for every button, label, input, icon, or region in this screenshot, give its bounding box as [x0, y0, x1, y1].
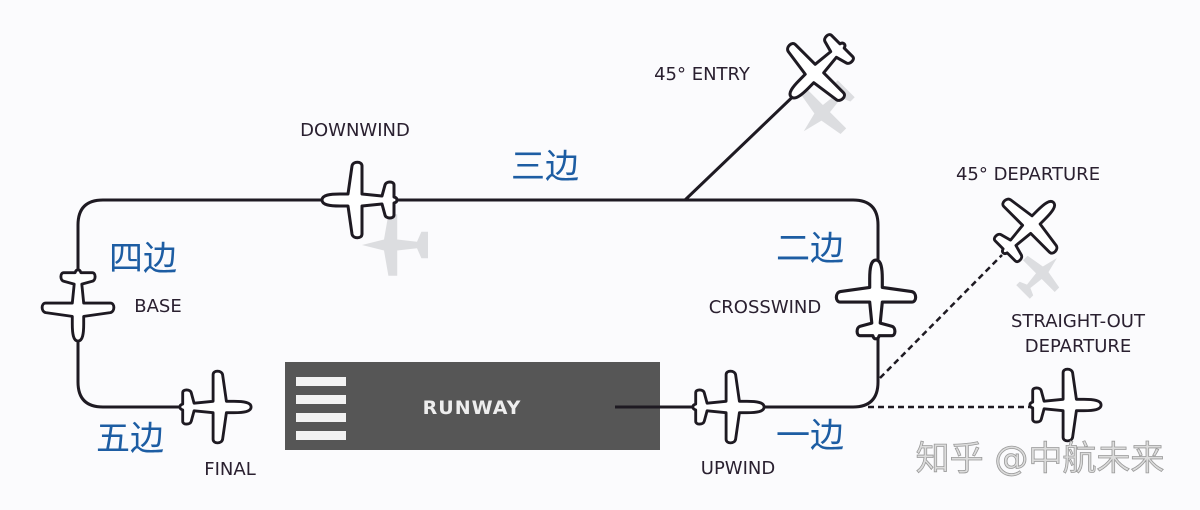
runway: RUNWAY	[285, 362, 660, 450]
runway-label: RUNWAY	[423, 397, 522, 419]
runway-threshold-stripe	[296, 431, 346, 440]
final-plane-icon	[178, 369, 253, 445]
straight-out-label-line2: DEPARTURE	[1025, 336, 1132, 357]
final-label: FINAL	[204, 459, 255, 480]
runway-threshold-stripe	[296, 395, 346, 404]
upwind-label: UPWIND	[701, 458, 775, 479]
traffic-pattern-path	[76, 198, 880, 409]
plane-shadow	[362, 214, 428, 276]
base-cn-label: 四边	[109, 239, 177, 279]
crosswind-plane-icon	[834, 258, 918, 341]
entry-label: 45° ENTRY	[654, 64, 751, 85]
departure-45-path	[879, 254, 1003, 379]
final-cn-label: 五边	[96, 419, 164, 459]
downwind-label: DOWNWIND	[300, 120, 410, 141]
base-plane-icon	[40, 268, 116, 343]
downwind-plane-icon	[320, 160, 399, 240]
runway-threshold-stripe	[296, 413, 346, 422]
departure-45-label: 45° DEPARTURE	[956, 164, 1100, 185]
straight-out-label-line1: STRAIGHT-OUT	[1011, 311, 1146, 332]
crosswind-label: CROSSWIND	[709, 297, 822, 318]
runway-threshold-stripe	[296, 377, 346, 386]
downwind-cn-label: 三边	[511, 147, 579, 187]
straight-out-plane-icon	[1028, 367, 1103, 443]
crosswind-cn-label: 二边	[776, 229, 844, 269]
base-label: BASE	[134, 296, 181, 317]
upwind-cn-label: 一边	[776, 416, 844, 456]
entry-path	[683, 83, 807, 202]
watermark: 知乎 @中航未来	[916, 439, 1165, 479]
upwind-plane-icon	[691, 369, 766, 445]
